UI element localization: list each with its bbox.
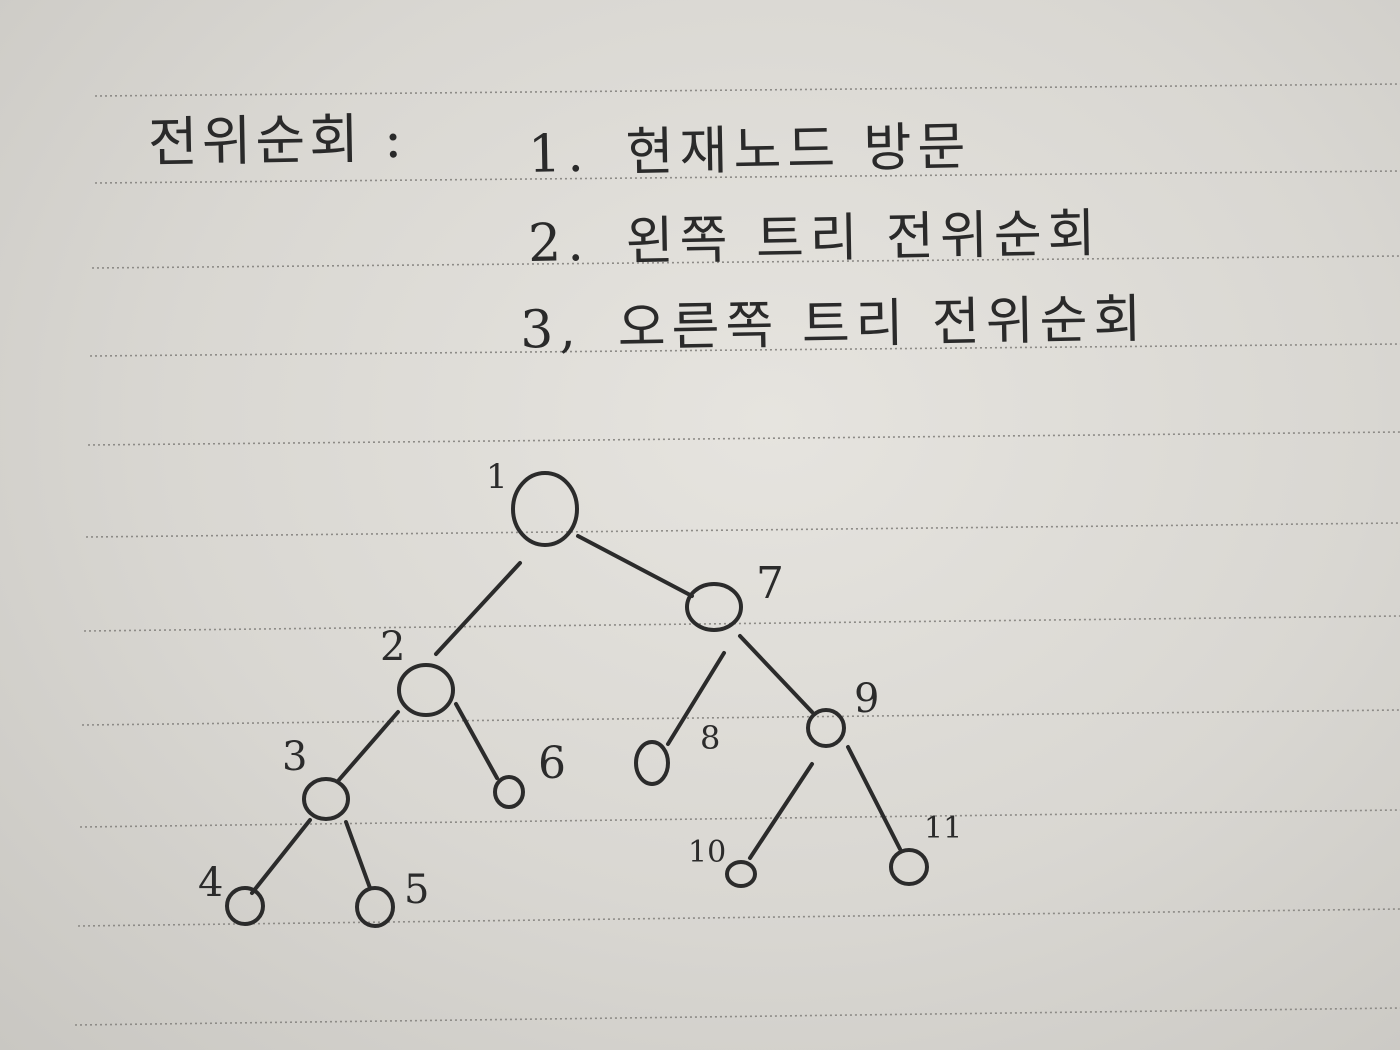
tree-node-6: 6 [493, 738, 566, 809]
tree-edge-n3-n5 [344, 820, 372, 890]
tree-node-label: 9 [854, 676, 879, 722]
tree-node-circle [806, 708, 846, 748]
tree-node-circle [225, 886, 265, 926]
tree-edge-n2-n3 [336, 710, 400, 783]
tree-node-circle [355, 886, 395, 928]
tree-edge-n3-n4 [250, 818, 312, 895]
tree-node-circle [725, 860, 757, 888]
tree-edge-n9-n10 [748, 762, 814, 860]
tree-node-5: 5 [355, 867, 429, 928]
tree-node-8: 8 [634, 719, 720, 786]
tree-node-label: 10 [688, 835, 726, 870]
tree-node-2: 2 [380, 624, 455, 717]
tree-node-label: 4 [198, 860, 223, 906]
tree-node-1: 1 [486, 457, 579, 547]
tree-node-circle [685, 582, 743, 632]
tree-node-circle [511, 471, 579, 547]
tree-edge-n1-n2 [434, 561, 522, 656]
tree-node-label: 5 [404, 867, 429, 913]
tree-node-7: 7 [685, 558, 784, 632]
tree-node-label: 6 [538, 738, 566, 789]
tree-node-circle [634, 740, 670, 786]
tree-node-label: 3 [282, 734, 307, 780]
tree-node-circle [302, 777, 350, 821]
tree-node-circle [493, 775, 525, 809]
tree-node-9: 9 [806, 676, 879, 748]
tree-node-label: 7 [756, 558, 784, 609]
tree-node-label: 2 [380, 624, 405, 670]
tree-node-label: 1 [486, 457, 508, 497]
tree-node-4: 4 [198, 860, 265, 926]
tree-edge-n7-n9 [738, 634, 814, 714]
tree-node-3: 3 [282, 734, 350, 821]
tree-edge-n2-n6 [454, 702, 499, 780]
tree-node-11: 11 [889, 811, 962, 886]
tree-node-10: 10 [688, 835, 757, 888]
tree-edge-n7-n8 [666, 651, 726, 746]
tree-node-label: 11 [924, 811, 962, 846]
tree-node-circle [889, 848, 929, 886]
tree-node-label: 8 [700, 719, 720, 757]
tree-edge-n1-n7 [576, 534, 694, 598]
tree-edge-n9-n11 [846, 745, 902, 851]
tree-node-circle [397, 663, 455, 717]
